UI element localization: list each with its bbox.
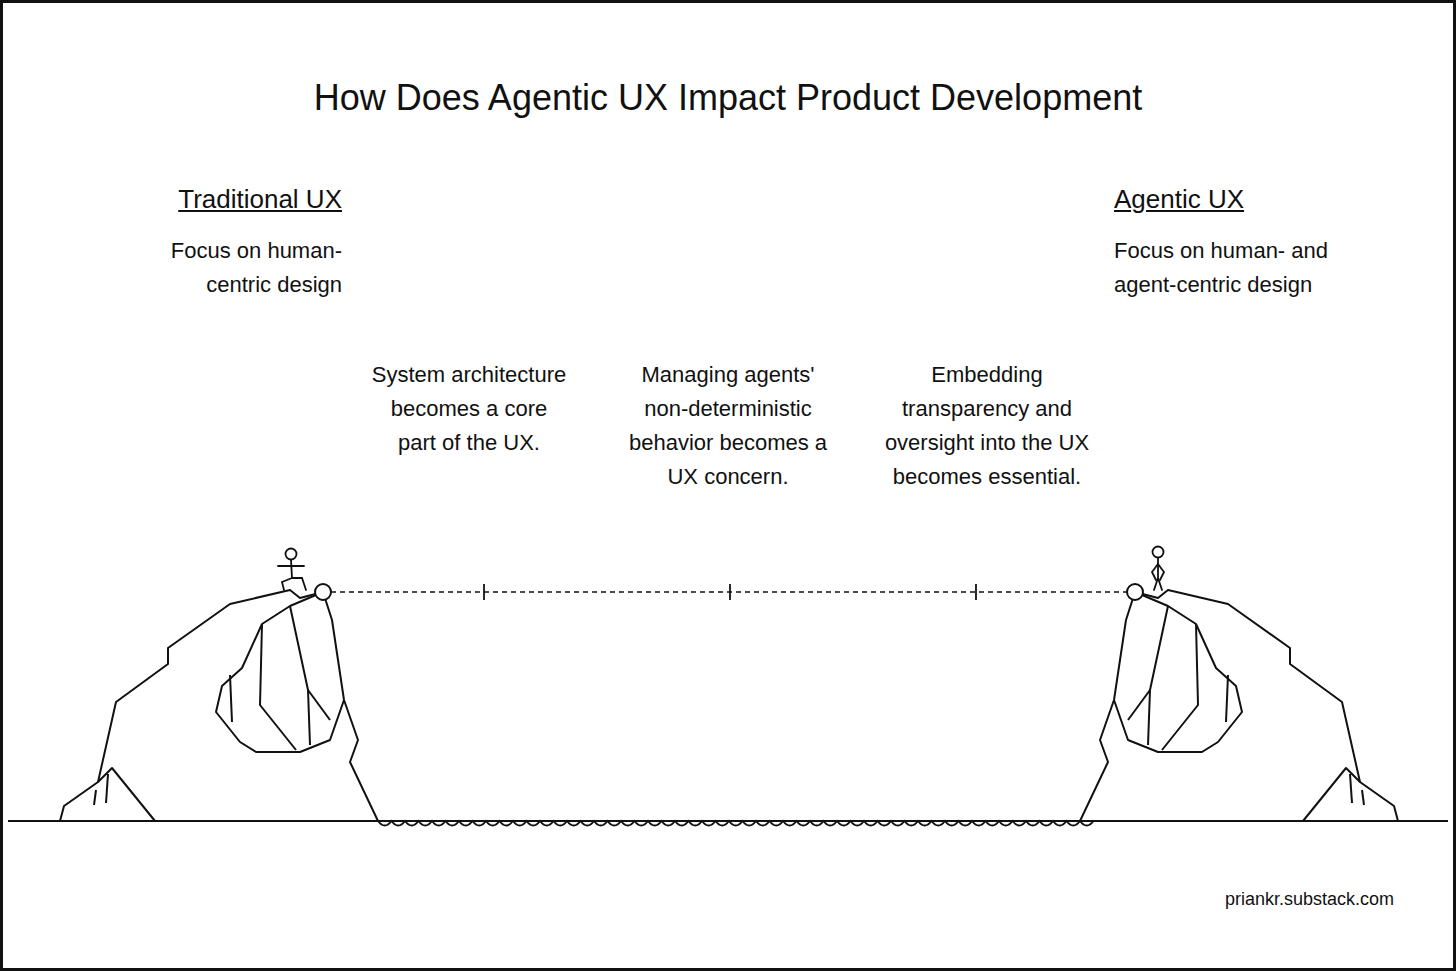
step-note: Embedding transparency and oversight int…	[877, 358, 1097, 494]
diagram-title: How Does Agentic UX Impact Product Devel…	[0, 76, 1456, 120]
column-note: Focus on human- and agent-centric design	[1114, 234, 1364, 302]
step-note: Managing agents' non-deterministic behav…	[618, 358, 838, 494]
column-note: Focus on human-centric design	[142, 234, 342, 302]
column-heading: Traditional UX	[82, 182, 342, 216]
step-note: System architecture becomes a core part …	[369, 358, 569, 460]
watermark: priankr.substack.com	[1094, 882, 1394, 916]
column-heading: Agentic UX	[1114, 182, 1374, 216]
